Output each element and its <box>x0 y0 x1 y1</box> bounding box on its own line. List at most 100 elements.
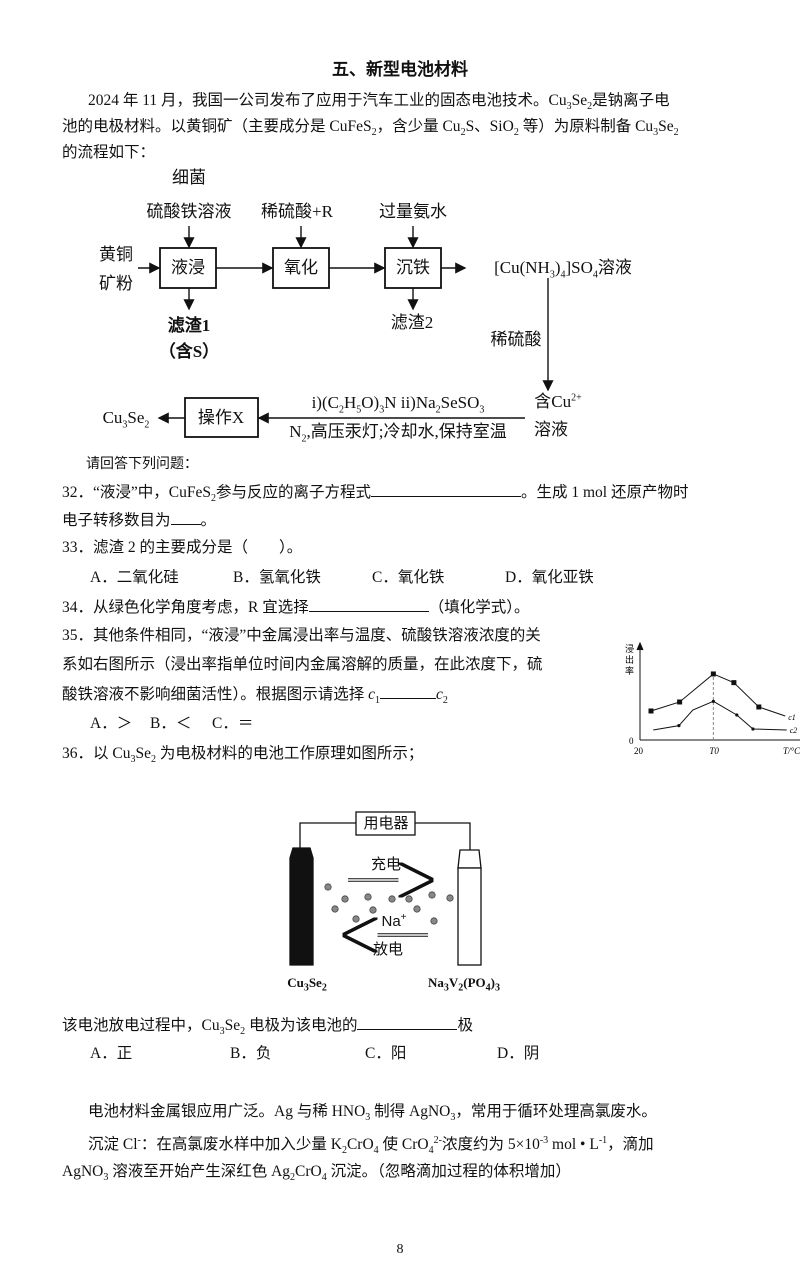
series-label-c1: c1 <box>788 713 796 722</box>
text-segment: H <box>343 393 357 412</box>
text-segment: Cu <box>287 975 304 990</box>
flow-reagents-top: i)(C2H5O)3N ii)Na2SeSO3 <box>312 393 485 416</box>
x-tick-t0-text: T0 <box>709 746 719 756</box>
subscript: 2 <box>321 982 327 994</box>
answer-blank[interactable] <box>380 684 437 699</box>
superscript: 2+ <box>571 392 582 404</box>
battery-diagram <box>289 811 482 966</box>
superscript: -1 <box>598 1134 608 1146</box>
silver-line-3: AgNO3 溶液至开始产生深红色 Ag2CrO4 沉淀。（忽略滴加过程的体积增加… <box>62 1162 571 1183</box>
text-segment: Na <box>381 913 401 930</box>
q35-line-1: 35．其他条件相同，“液浸”中金属浸出率与温度、硫酸铁溶液浓度的关 <box>62 626 541 646</box>
italic-symbol: c <box>436 686 443 703</box>
q33-stem: 33．滤渣 2 的主要成分是（ ）。 <box>62 539 303 556</box>
text-segment: 使 CrO <box>378 1136 429 1153</box>
subscript: 2 <box>442 695 448 707</box>
text-segment: 。生成 1 mol 还原产物时 <box>520 484 689 501</box>
text-segment: Se <box>224 1017 241 1034</box>
subscript: 3 <box>549 269 555 281</box>
q35-option-b: B．＜ <box>150 715 192 732</box>
subscript: 3 <box>122 419 128 431</box>
flow-ammonia-label: 过量氨水 <box>379 202 447 221</box>
q36b-option-d: D．阴 <box>497 1045 540 1062</box>
y-axis-label-1: 浸 <box>625 644 634 654</box>
text-segment: O) <box>361 393 380 412</box>
superscript: - <box>137 1134 141 1146</box>
subscript: 2 <box>338 404 344 416</box>
q36-line: 36．以 Cu3Se2 为电极材料的电池工作原理如图所示； <box>62 744 423 766</box>
x-tick-t0: T0 <box>709 746 719 756</box>
q35-option-c: C．＝ <box>212 715 254 732</box>
q34-line: 34．从绿色化学角度考虑，R 宜选择（填化学式）。 <box>62 597 529 618</box>
subscript: 4 <box>373 1145 379 1157</box>
device-label: 用电器 <box>363 816 409 832</box>
flow-reagents-bottom: N2,高压汞灯;冷却水,保持室温 <box>289 422 507 444</box>
subscript: 4 <box>485 982 491 994</box>
text-segment: ） <box>202 342 220 361</box>
answer-blank[interactable] <box>170 510 201 525</box>
subscript: 2 <box>460 127 466 139</box>
subscript: 1 <box>375 695 381 707</box>
text-segment: 系如右图所示（浸出率指单位时间内金属溶解的质量，在此浓度下，硫 <box>62 656 543 673</box>
italic-symbol: c <box>368 686 376 703</box>
text-segment: ) <box>554 258 561 277</box>
y-axis-label-2: 出 <box>625 654 634 665</box>
subscript: 2 <box>587 101 593 113</box>
subscript: 3 <box>379 404 385 416</box>
text-segment: CrO <box>295 1163 322 1180</box>
sodium-ions <box>324 883 454 925</box>
intro-line-2: 池的电极材料。以黄铜矿（主要成分是 CuFeS2，含少量 Cu2S、SiO2 等… <box>62 117 679 139</box>
data-point-c1 <box>648 708 654 714</box>
subscript: 2 <box>371 127 377 139</box>
text-segment: 沉淀。（忽略滴加过程的体积增加） <box>326 1163 571 1180</box>
text-segment: Se <box>308 975 322 990</box>
section-title: 五、新型电池材料 <box>332 60 468 79</box>
flow-ore-label-2: 矿粉 <box>99 274 133 293</box>
text-segment: 35．其他条件相同，“液浸”中金属浸出率与温度、硫酸铁溶液浓度的关 <box>62 627 541 644</box>
text-segment: 参与反应的离子方程式 <box>215 484 371 501</box>
text-segment: AgNO <box>62 1163 104 1180</box>
flow-residue2-label: 滤渣2 <box>390 313 434 332</box>
charge-label: 充电 <box>370 857 402 873</box>
data-point-c2 <box>751 727 755 731</box>
q32-line-1: 32．“液浸”中，CuFeS2参与反应的离子方程式。生成 1 mol 还原产物时 <box>62 482 689 504</box>
text-segment: 36．以 Cu <box>62 745 131 762</box>
flow-product-label: Cu3Se2 <box>102 408 150 431</box>
text-segment: 。 <box>200 512 217 529</box>
text-segment: 该电池放电过程中，Cu <box>62 1017 220 1034</box>
subscript: 2 <box>240 1026 246 1038</box>
text-segment: ，滴加 <box>607 1136 654 1153</box>
sodium-ion-label: Na+ <box>381 912 406 932</box>
text-segment: Cu <box>102 408 123 427</box>
text-segment: [Cu(NH <box>494 258 550 277</box>
text-segment: Se <box>571 92 588 109</box>
text-segment: Se <box>658 118 674 135</box>
subscript: 2 <box>513 127 519 139</box>
flow-iron-label: 沉铁 <box>396 258 430 277</box>
y-origin-label: 0 <box>629 736 634 746</box>
silver-line-2: 沉淀 Cl-：在高氯废水样中加入少量 K2CrO4 使 CrO42-浓度约为 5… <box>88 1135 654 1155</box>
text-segment: ]SO <box>565 258 593 277</box>
text-segment: 酸铁溶液不影响细菌活性）。根据图示请选择 <box>62 686 369 703</box>
text-segment: 溶液至开始产生深红色 Ag <box>108 1163 291 1180</box>
text-segment: Se <box>127 408 145 427</box>
text-segment: 制得 AgNO <box>370 1103 451 1120</box>
subscript: 3 <box>130 754 136 766</box>
subscript: 3 <box>653 127 659 139</box>
answer-blank[interactable] <box>308 597 429 612</box>
answer-blank[interactable] <box>370 482 521 497</box>
na3v2po43-electrode-cap <box>457 849 482 869</box>
subscript: 3 <box>450 1112 456 1124</box>
series-line-c1 <box>650 673 786 717</box>
text-segment: 溶液 <box>597 258 632 277</box>
text-segment: 的流程如下： <box>62 144 156 161</box>
text-segment: Na <box>427 975 444 990</box>
flowchart-lines <box>138 226 554 438</box>
y-axis-label-3: 率 <box>625 665 634 676</box>
superscript: 2- <box>433 1134 442 1146</box>
right-electrode-label: Na3V2(PO4)3 <box>428 973 500 993</box>
text-segment: 电极为该电池的 <box>245 1017 358 1034</box>
text-segment: 极 <box>457 1017 473 1034</box>
answer-blank[interactable] <box>357 1015 458 1030</box>
